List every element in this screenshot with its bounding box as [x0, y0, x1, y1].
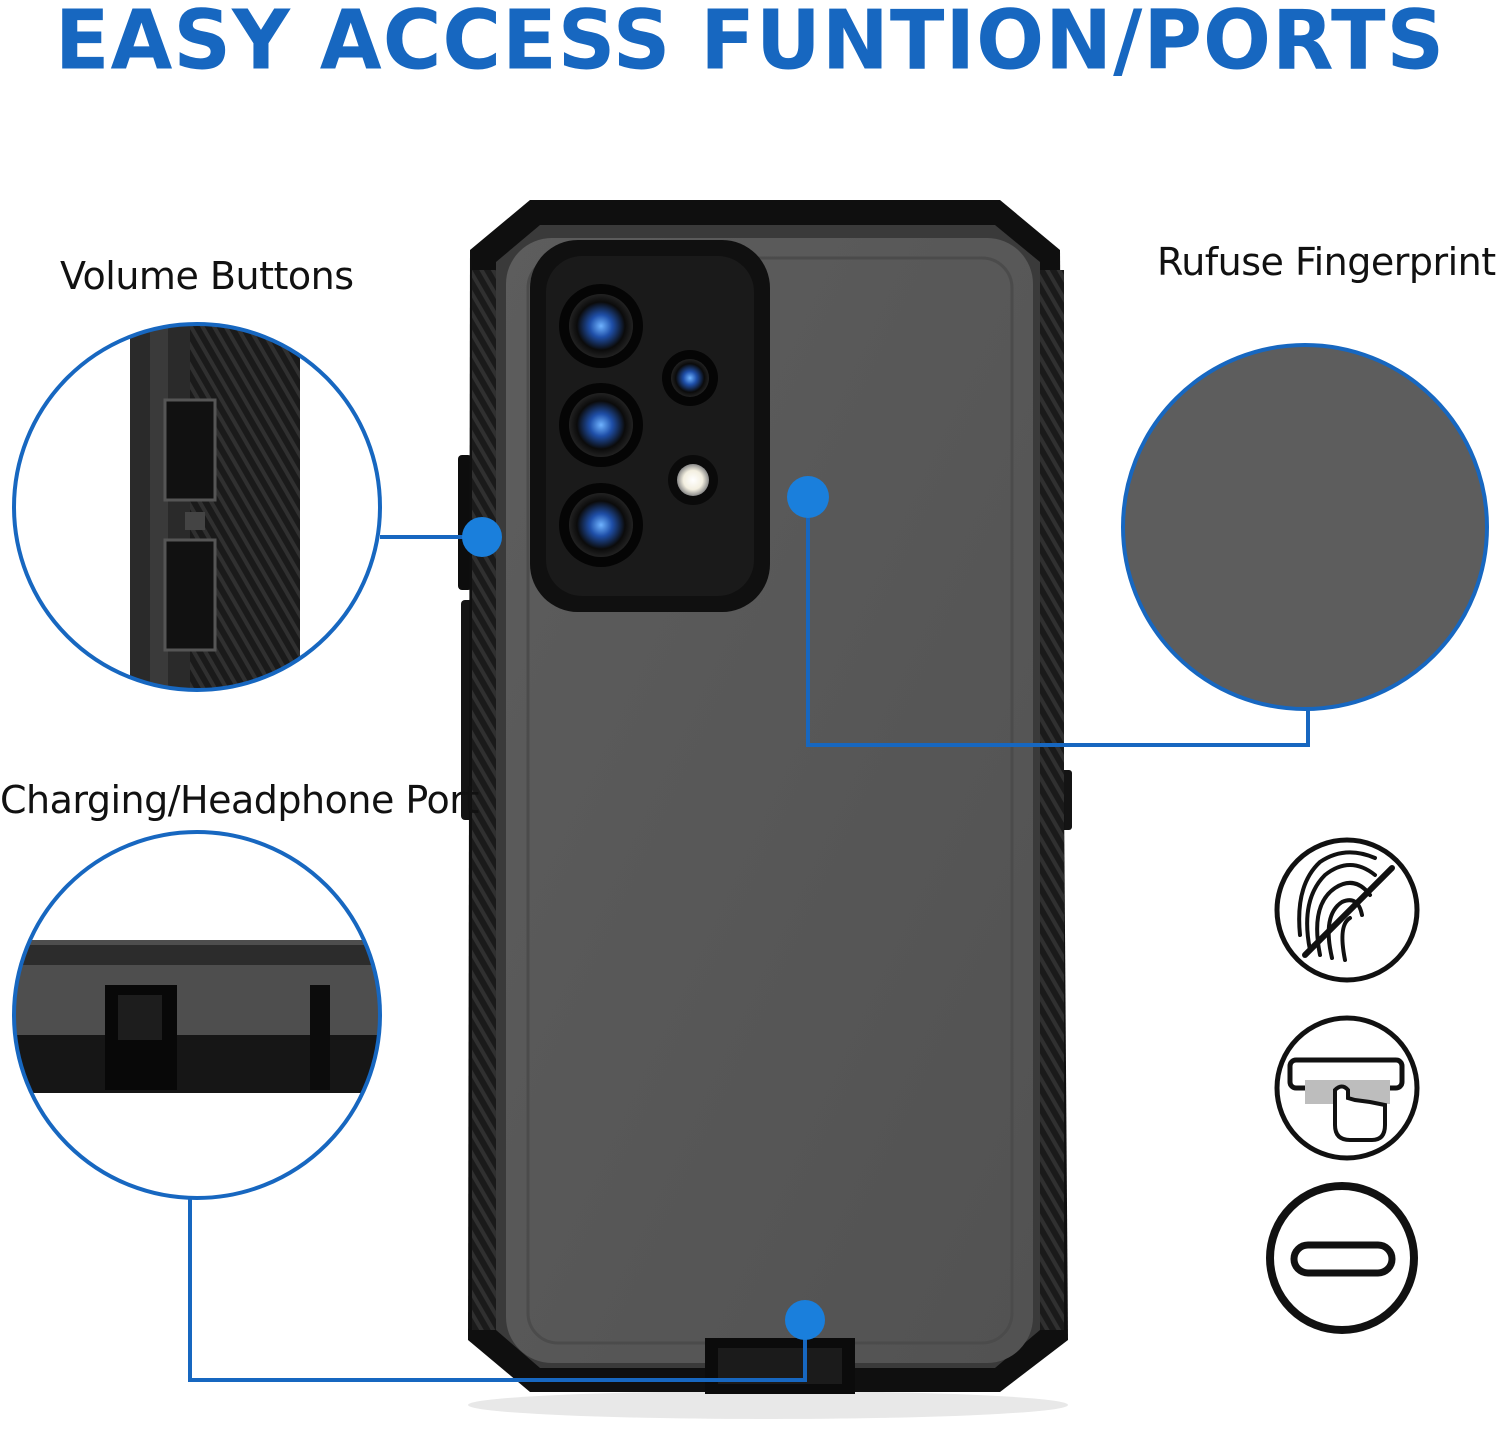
charging-hotspot-dot — [785, 1300, 825, 1340]
volume-hotspot-dot — [462, 517, 502, 557]
page-headline: EASY ACCESS FUNTION/PORTS — [54, 0, 1446, 88]
fingerprint-hotspot-dot — [787, 476, 829, 518]
volume-button-left — [458, 455, 472, 590]
volume-callout — [12, 322, 502, 692]
minus-icon — [1266, 1182, 1418, 1334]
fingerprint-crossed-icon — [1274, 837, 1420, 983]
fingerprint-callout — [787, 343, 1489, 747]
volume-buttons-label: Volume Buttons — [60, 254, 354, 298]
fingerprint-label: Rufuse Fingerprint — [1157, 240, 1496, 284]
charging-callout — [12, 830, 825, 1382]
phone-case — [458, 200, 1072, 1419]
press-button-icon — [1274, 1015, 1420, 1161]
charging-port-label: Charging/Headphone Port — [0, 778, 479, 822]
camera-lens — [559, 284, 718, 567]
